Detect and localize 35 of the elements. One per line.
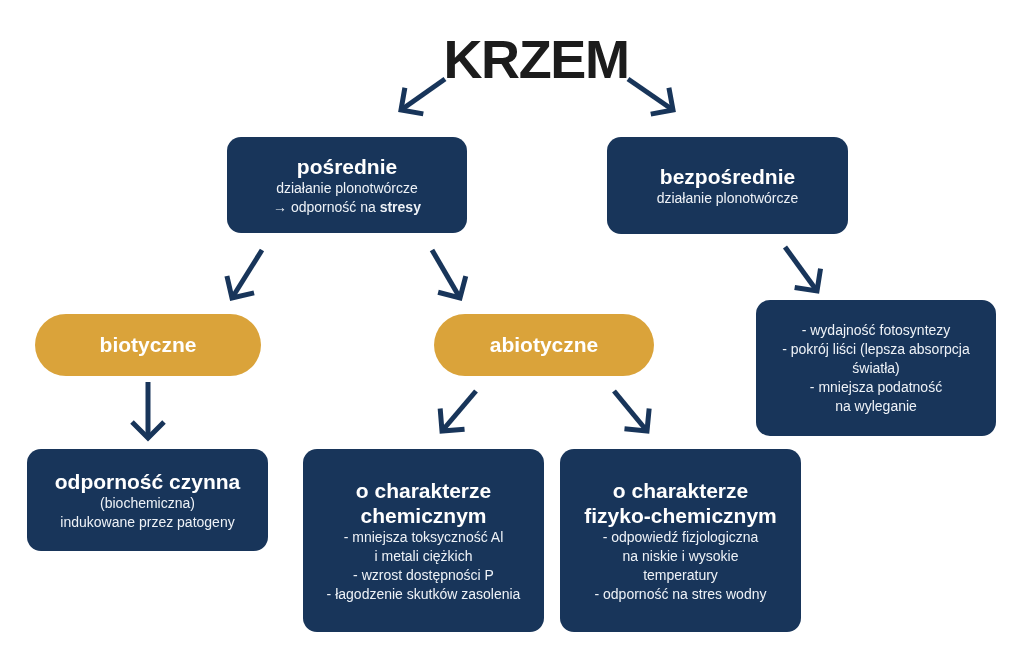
box-heading: o charakterze fizyko-chemicznym [583,477,778,528]
arrow [224,248,265,301]
category-box [607,137,848,234]
pill-label: abiotyczne [489,332,599,358]
box-text: - łagodzenie skutków zasolenia [326,584,521,604]
category-box [756,300,996,436]
category-box [560,449,801,632]
box-text: - odporność na stres wodny [594,584,767,604]
box-text: - mniejsza toksyczność Al i metali ciężkich [342,527,505,566]
category-box [27,449,268,551]
box-heading: bezpośrednie [659,163,796,189]
category-box [303,449,544,632]
box-text: - pokrój liści (lepsza absorpcja światła) [781,339,971,378]
arrow [429,248,469,301]
box-text: - odpowiedź fizjologiczna na niskie i wysokie temperatury [601,527,760,585]
box-heading: o charakterze chemicznym [354,477,493,528]
arrow [437,389,478,434]
box-text: - mniejsza podatność na wyleganie [808,377,944,416]
arrow [612,389,652,434]
box-heading: odporność czynna [54,468,241,494]
box-heading: pośrednie [296,153,398,179]
arrow [782,245,824,294]
box-text: działanie plonotwórcze [276,178,418,198]
box-text: - wydajność fotosyntezy [801,320,951,340]
box-text: działanie plonotwórcze [656,188,799,208]
box-text: - wzrost dostępności P [353,565,494,585]
arrow [626,76,676,117]
main-heading: KRZEM [447,30,625,88]
box-text: (biochemiczna) [100,493,195,513]
arrow [129,382,167,441]
arrow [398,76,447,117]
category-box [227,137,467,233]
box-text: indukowane przez patogeny [60,512,235,532]
pill-label: biotyczne [99,332,197,358]
box-text: → odporność na stresy [273,197,421,217]
